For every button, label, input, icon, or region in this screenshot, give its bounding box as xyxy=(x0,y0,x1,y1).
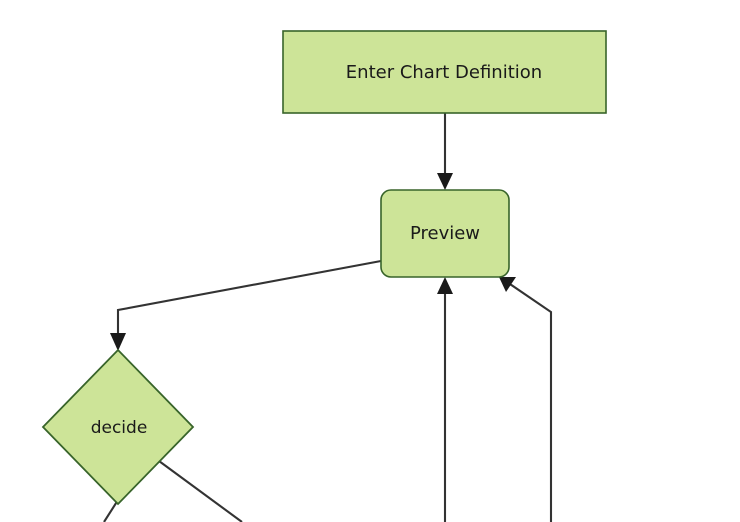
edge-preview-to-decide xyxy=(110,259,382,351)
node-preview-shape[interactable] xyxy=(380,189,510,278)
edge-decide-bottom-left-line xyxy=(103,499,119,522)
edge-bottom-to-preview-diagonal-line xyxy=(506,281,553,522)
arrowhead-icon xyxy=(437,173,453,190)
node-enter-chart-definition-label: Enter Chart Definition xyxy=(346,62,542,83)
edge-bottom-to-preview-vertical xyxy=(437,277,453,522)
edge-bottom-to-preview-diagonal xyxy=(499,277,553,522)
node-decide[interactable]: decide xyxy=(41,348,195,506)
edge-decide-bottom-right-line xyxy=(158,460,243,522)
arrowhead-icon xyxy=(437,277,453,294)
edge-decide-bottom-left xyxy=(103,499,119,522)
node-enter-chart-definition-shape[interactable] xyxy=(282,30,607,114)
node-enter-chart-definition[interactable]: Enter Chart Definition xyxy=(282,30,607,114)
node-layer: Enter Chart Definition Preview decide xyxy=(41,30,607,506)
node-decide-shape[interactable] xyxy=(41,348,195,506)
node-preview[interactable]: Preview xyxy=(380,189,510,278)
edge-preview-to-decide-line xyxy=(116,259,382,335)
arrowhead-icon xyxy=(110,333,126,351)
edge-decide-bottom-right xyxy=(158,460,243,522)
node-preview-label: Preview xyxy=(410,223,480,244)
node-decide-label: decide xyxy=(91,418,148,438)
edge-enter-to-preview xyxy=(437,113,453,190)
edge-layer xyxy=(103,113,553,522)
arrowhead-icon xyxy=(499,277,516,292)
